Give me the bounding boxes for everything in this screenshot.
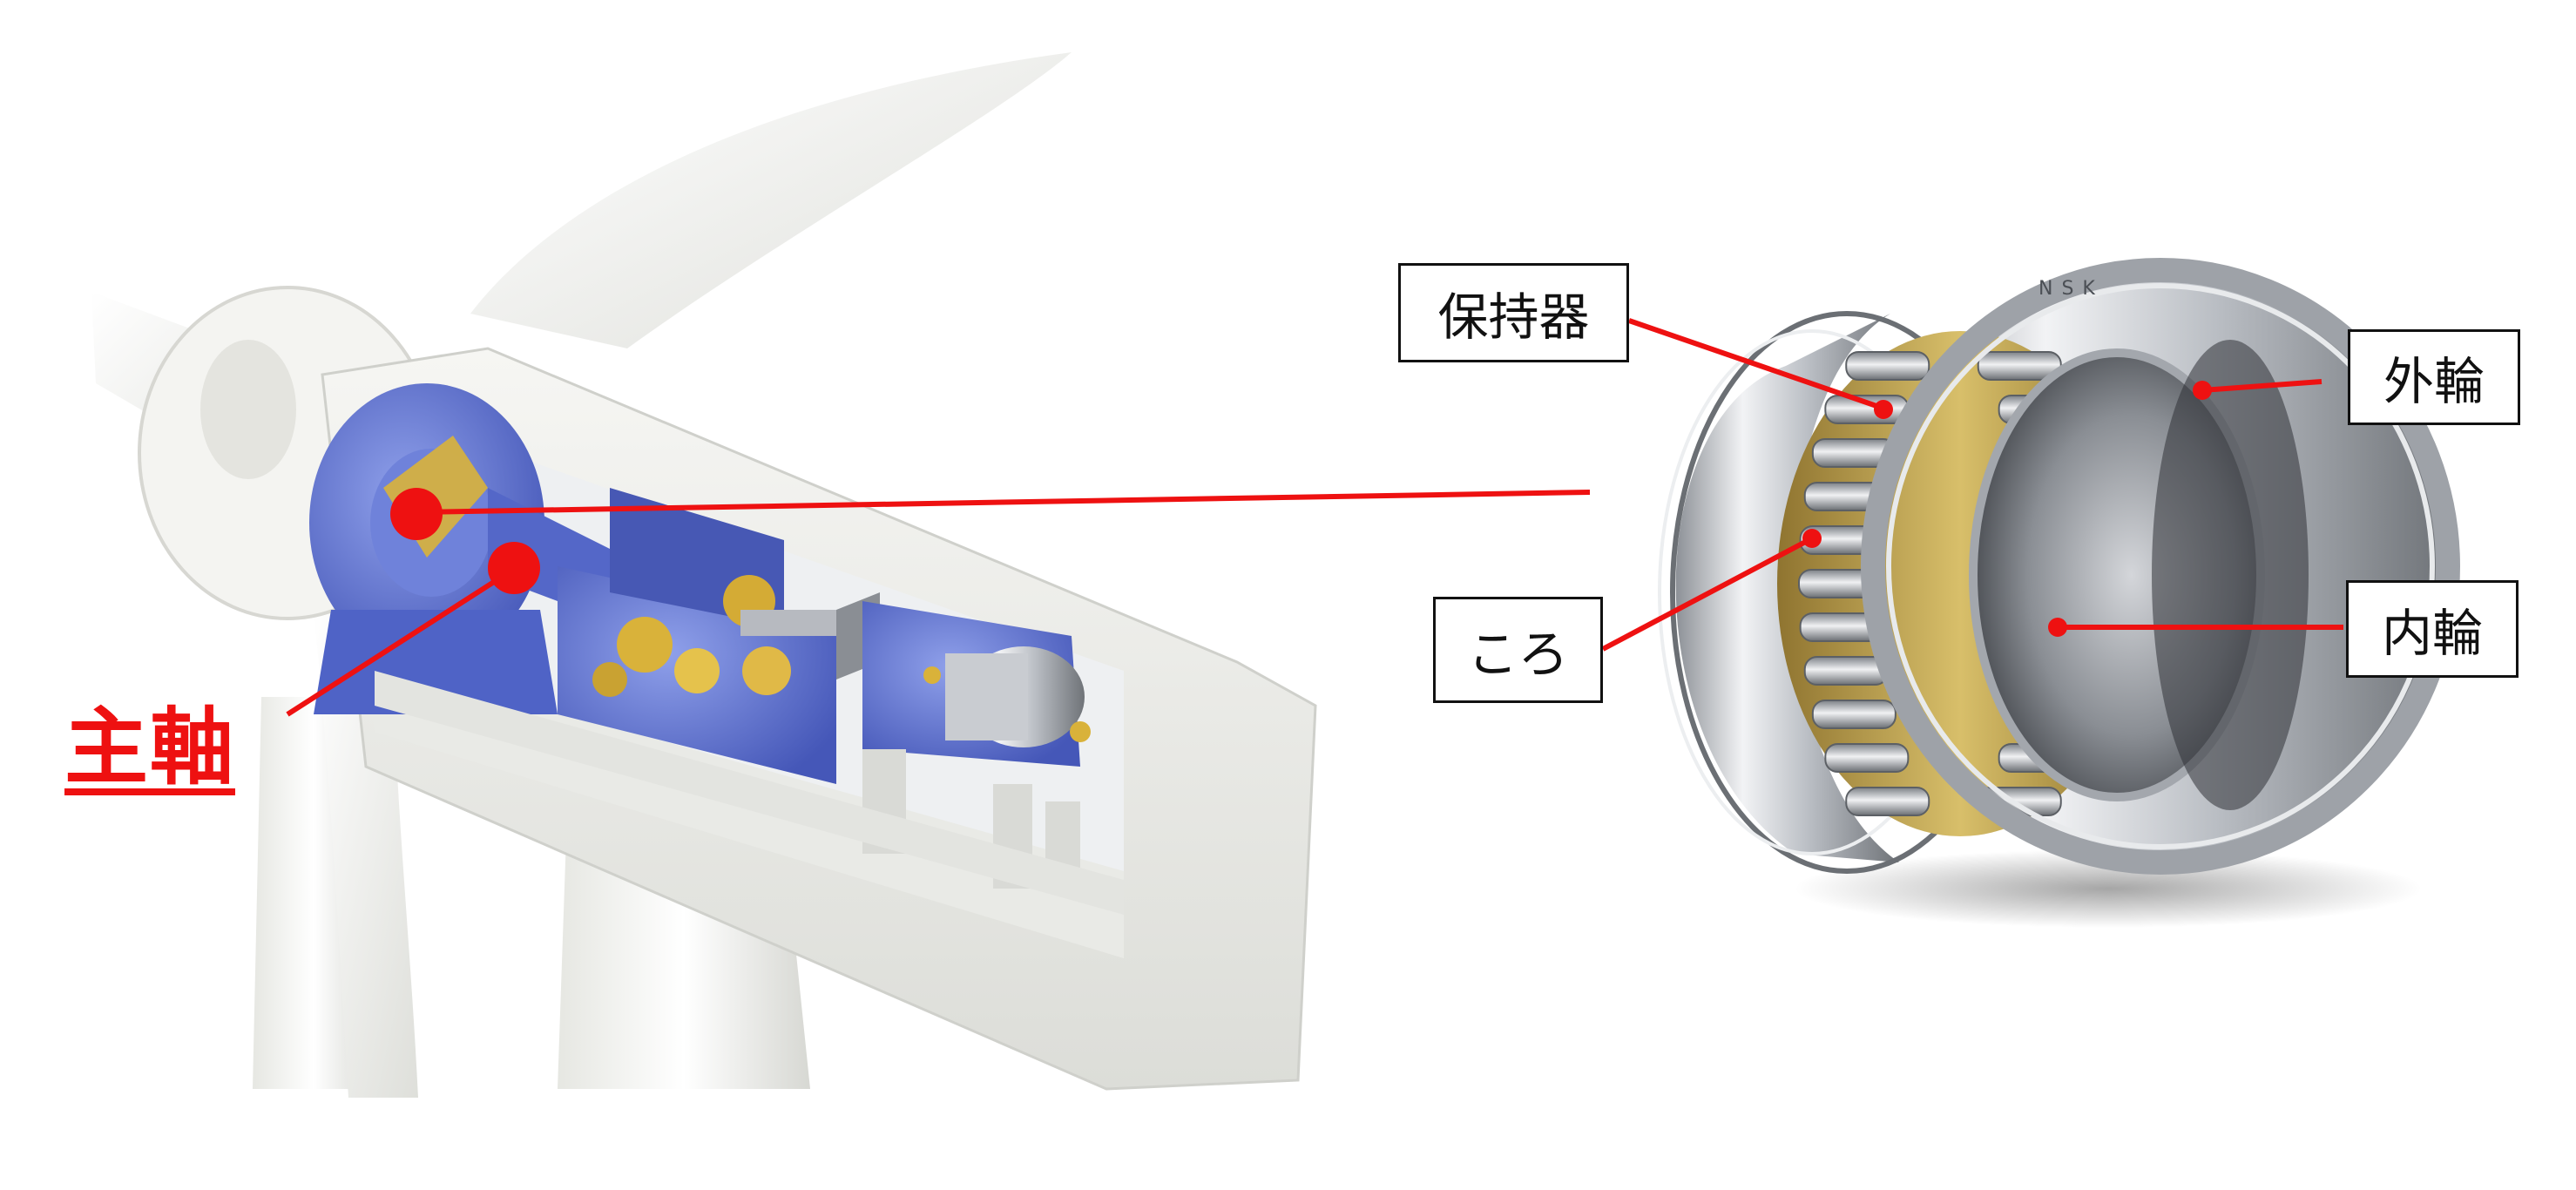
cage-label: 保持器: [1398, 263, 1629, 362]
roller: [1811, 700, 1897, 729]
outer-ring-leader-line: [2201, 379, 2322, 393]
main-bearing-marker-dot: [390, 488, 443, 540]
main-shaft-marker-dot: [488, 542, 540, 594]
inner-ring-marker-dot: [2048, 618, 2067, 637]
roller: [1845, 351, 1930, 381]
roller-marker-dot: [1802, 529, 1822, 548]
generator: [836, 592, 1091, 767]
main-bearing-leader-line: [416, 490, 1591, 515]
wind-turbine-illustration: [91, 52, 1317, 1098]
gearbox: [558, 488, 845, 784]
roller-label: ころ: [1433, 597, 1603, 703]
roller: [1803, 656, 1889, 686]
cage-marker-dot: [1874, 400, 1893, 419]
cage-leader-line: [1628, 318, 1883, 410]
inner-ring-label: 内輪: [2346, 580, 2519, 678]
outer-ring-label: 外輪: [2348, 329, 2520, 425]
spherical-roller-bearing: NSK: [1658, 258, 2460, 928]
roller: [1824, 743, 1910, 773]
annotations: [286, 318, 2343, 717]
outer-ring-marker-dot: [2193, 381, 2212, 400]
roller: [1845, 787, 1930, 816]
rotor-blade-upper: [470, 52, 1072, 348]
main-shaft-leader-line: [286, 564, 520, 717]
roller: [1824, 395, 1910, 424]
main-shaft-label: 主軸: [64, 699, 235, 796]
roller-leader-line: [1601, 536, 1814, 652]
bearing-brand-mark: NSK: [2038, 278, 2104, 300]
